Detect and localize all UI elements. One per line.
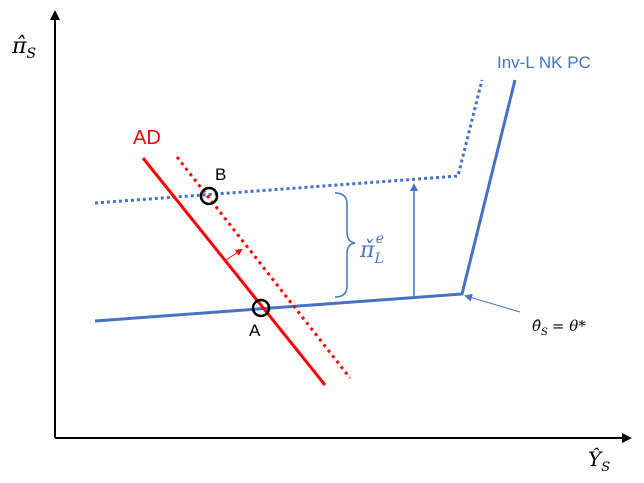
gap-symbol: π̌ [359, 238, 375, 263]
ad-curve [141, 157, 327, 386]
x-axis-subscript: S [601, 460, 610, 475]
kink-pointer-arrow [464, 293, 521, 313]
point-a-marker [251, 298, 271, 318]
ad-curve-label: AD [133, 127, 161, 149]
x-axis-symbol: Ŷ [588, 447, 603, 471]
y-axis-label: π̂S [11, 34, 36, 62]
pc-curve-label: Inv-L NK PC [497, 53, 591, 72]
ad-shift-arrow [225, 248, 243, 261]
gap-brace [334, 192, 356, 298]
kink-label: θ̂S = θ* [532, 317, 586, 338]
kink-theta-subscript: S [541, 327, 548, 338]
y-axis-subscript: S [26, 46, 36, 62]
point-a-label: A [249, 321, 261, 340]
gap-label: π̌Le [359, 231, 384, 267]
kink-theta-symbol: θ̂ [532, 317, 541, 335]
y-axis-symbol: π̂ [11, 34, 27, 59]
ad-curve-shifted [175, 156, 352, 379]
point-b-label: B [215, 165, 226, 184]
point-b-marker [199, 186, 219, 206]
gap-subscript: L [373, 251, 383, 267]
gap-superscript: e [376, 231, 384, 247]
pc-curve-original [94, 79, 517, 323]
kink-equals: = θ* [552, 317, 586, 335]
x-axis-label: ŶS [588, 447, 610, 475]
